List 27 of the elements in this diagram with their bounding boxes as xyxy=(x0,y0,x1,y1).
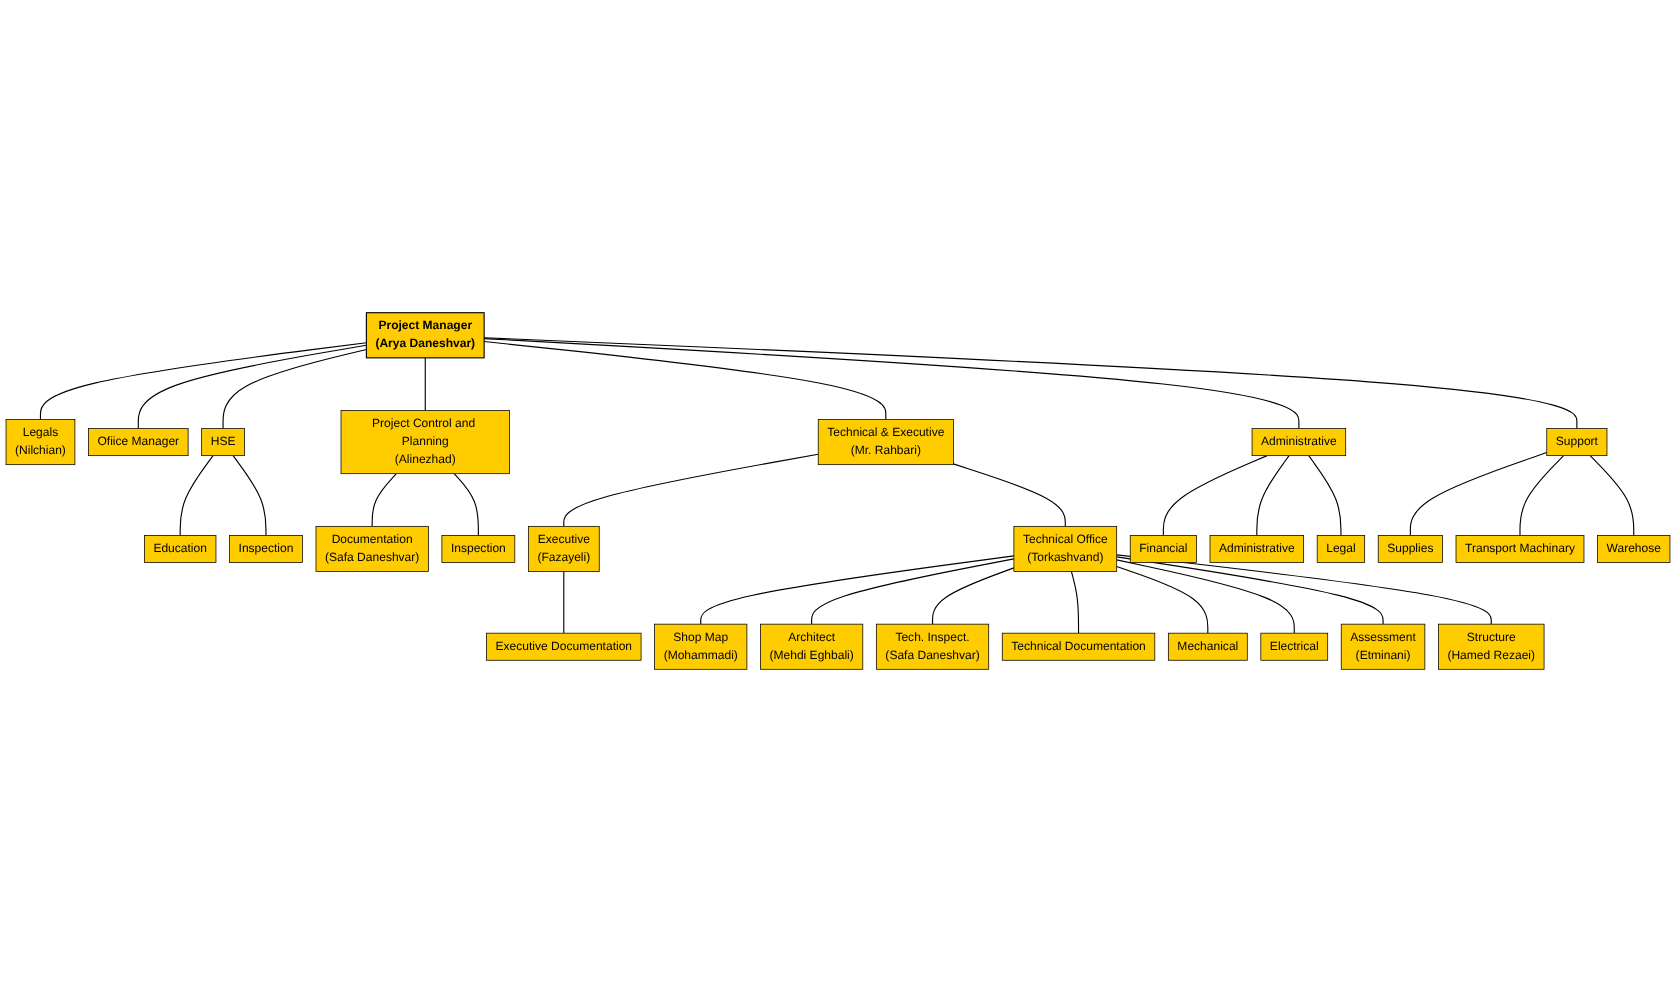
connector xyxy=(952,463,1066,527)
connector xyxy=(1116,559,1295,634)
connector xyxy=(1519,455,1565,536)
connector xyxy=(1589,455,1635,536)
connector xyxy=(563,570,565,634)
connector xyxy=(424,357,426,412)
connector xyxy=(811,558,1015,625)
connector xyxy=(179,455,214,536)
connector xyxy=(1256,455,1290,536)
connector xyxy=(222,348,367,430)
connector xyxy=(1116,566,1209,634)
connector xyxy=(453,473,479,536)
connector xyxy=(1162,455,1268,536)
connector xyxy=(371,473,397,527)
connector xyxy=(232,455,267,536)
connector xyxy=(1070,570,1080,634)
connector xyxy=(39,342,367,421)
connector xyxy=(1116,556,1384,625)
connector xyxy=(563,453,819,527)
connector xyxy=(483,338,1300,430)
connector xyxy=(1308,455,1342,536)
connector xyxy=(1409,452,1548,536)
connector xyxy=(137,344,367,430)
connector xyxy=(483,340,887,421)
connector xyxy=(931,567,1015,625)
connector xyxy=(700,555,1015,625)
connector xyxy=(483,337,1578,430)
